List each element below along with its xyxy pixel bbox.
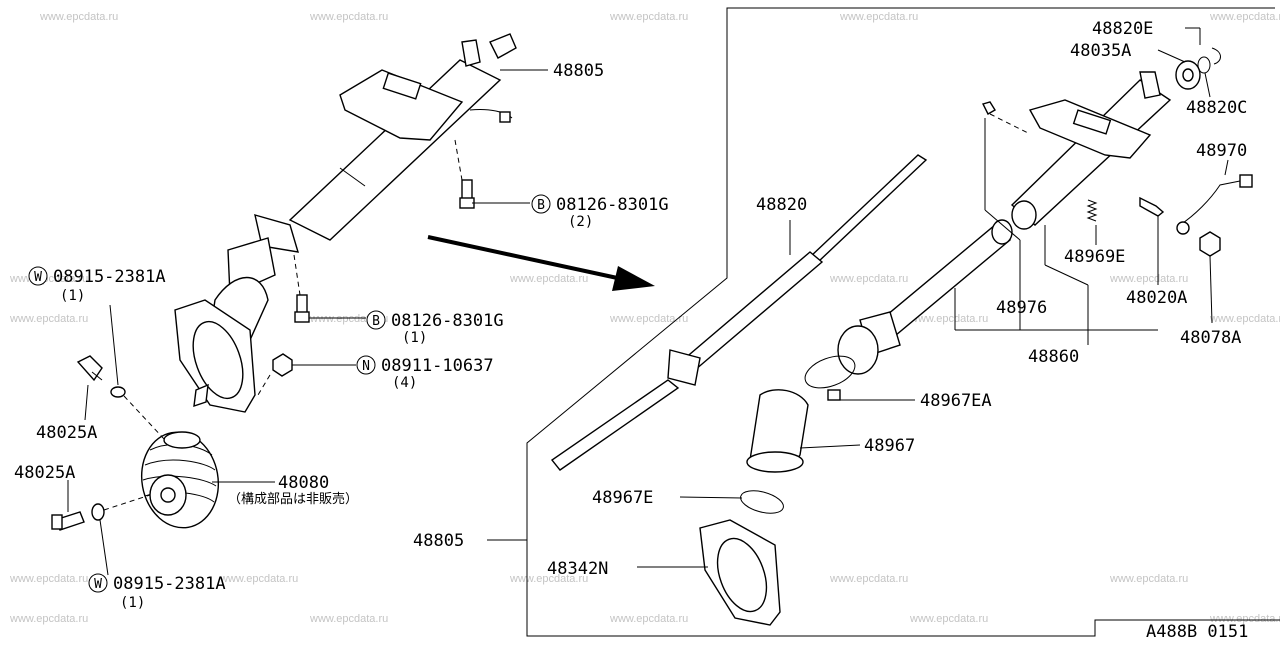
watermark: www.epcdata.ru: [1209, 613, 1280, 625]
callout-48078a: 48078A: [1180, 328, 1241, 348]
diagram-reference: A488B 0151: [1146, 622, 1248, 640]
part-number: 08126-8301G: [556, 195, 669, 215]
watermark: www.epcdata.ru: [309, 613, 388, 625]
part-number: 08915-2381A: [113, 574, 226, 594]
watermark: www.epcdata.ru: [909, 613, 988, 625]
quantity: (2): [568, 214, 593, 230]
watermark: www.epcdata.ru: [1209, 313, 1280, 325]
washer-symbol: W: [94, 577, 102, 592]
hose-clamp: [740, 490, 784, 514]
callout-48820c: 48820C: [1186, 98, 1247, 118]
snap-ring: [1211, 47, 1221, 65]
watermark: www.epcdata.ru: [609, 11, 688, 23]
quantity: (1): [60, 288, 85, 304]
upper-column-right: [981, 71, 1172, 230]
hose-clamp: [804, 355, 856, 401]
callout-48025a: 48025A: [14, 463, 75, 483]
callout-48970: 48970: [1196, 141, 1247, 161]
steering-column-assembly-left: [174, 33, 517, 413]
bolt: [1139, 196, 1165, 217]
callout-08915-2381a-top: W 08915-2381A (1): [28, 266, 166, 304]
bearing: [1175, 60, 1201, 90]
boot: [746, 389, 809, 473]
watermark: www.epcdata.ru: [1109, 573, 1188, 585]
bolt: [76, 355, 103, 382]
nut-symbol: N: [362, 359, 370, 374]
watermark: www.epcdata.ru: [909, 313, 988, 325]
callout-48342n: 48342N: [547, 559, 608, 579]
callout-08911-10637: N 08911-10637 (4): [356, 355, 494, 391]
watermark: www.epcdata.ru: [9, 613, 88, 625]
watermark: www.epcdata.ru: [1209, 11, 1280, 23]
callout-48976: 48976: [996, 298, 1047, 318]
steering-shaft: [550, 154, 928, 471]
watermark: www.epcdata.ru: [829, 573, 908, 585]
watermark: www.epcdata.ru: [839, 11, 918, 23]
part-number: 08915-2381A: [53, 267, 166, 287]
spring: [1086, 199, 1098, 222]
quantity: (4): [392, 375, 417, 391]
part-number: 08911-10637: [381, 356, 494, 376]
nut: [272, 353, 293, 377]
nut: [1199, 231, 1221, 257]
watermark: www.epcdata.ru: [9, 573, 88, 585]
snap-ring: [1197, 56, 1211, 74]
column-tube: [837, 219, 1013, 375]
watermark: www.epcdata.ru: [309, 11, 388, 23]
watermark-layer: www.epcdata.ru www.epcdata.ru www.epcdat…: [9, 11, 1280, 625]
watermark: www.epcdata.ru: [9, 313, 88, 325]
part-number: 08126-8301G: [391, 311, 504, 331]
callout-48025a: 48025A: [36, 423, 97, 443]
callout-08915-2381a-bottom: W 08915-2381A (1): [88, 573, 226, 611]
watermark: www.epcdata.ru: [829, 273, 908, 285]
bolt: [459, 179, 475, 209]
watermark: www.epcdata.ru: [219, 573, 298, 585]
quantity: (1): [120, 595, 145, 611]
callout-48820: 48820: [756, 195, 807, 215]
callout-48969e: 48969E: [1064, 247, 1125, 267]
watermark: www.epcdata.ru: [39, 11, 118, 23]
callout-48967ea: 48967EA: [920, 391, 992, 411]
washer-symbol: W: [34, 270, 42, 285]
callout-48967e: 48967E: [592, 488, 653, 508]
watermark: www.epcdata.ru: [509, 573, 588, 585]
bolt-symbol: B: [372, 314, 380, 329]
callout-48967: 48967: [864, 436, 915, 456]
ground-wire: [1176, 174, 1253, 235]
callout-48020a: 48020A: [1126, 288, 1187, 308]
callout-48805: 48805: [553, 61, 604, 81]
callout-08126-8301g-2: B 08126-8301G (2): [531, 194, 669, 230]
washer: [110, 386, 126, 398]
callout-48805: 48805: [413, 531, 464, 551]
washer: [91, 503, 105, 521]
watermark: www.epcdata.ru: [609, 613, 688, 625]
grommet-plate: [699, 519, 781, 626]
callout-48080-note: （構成部品は非販売）: [228, 491, 358, 507]
callout-48035a: 48035A: [1070, 41, 1131, 61]
bolt: [294, 294, 310, 323]
watermark: www.epcdata.ru: [609, 313, 688, 325]
bolt-symbol: B: [537, 198, 545, 213]
callout-48080: 48080: [278, 473, 329, 493]
direction-arrow: [427, 235, 655, 291]
callout-48820e: 48820E: [1092, 19, 1153, 39]
dust-boot: [140, 431, 220, 529]
bolt: [51, 511, 85, 531]
callout-48860: 48860: [1028, 347, 1079, 367]
quantity: (1): [402, 330, 427, 346]
watermark: www.epcdata.ru: [509, 273, 588, 285]
callout-08126-8301g-1: B 08126-8301G (1): [366, 310, 504, 346]
watermark: www.epcdata.ru: [1109, 273, 1188, 285]
